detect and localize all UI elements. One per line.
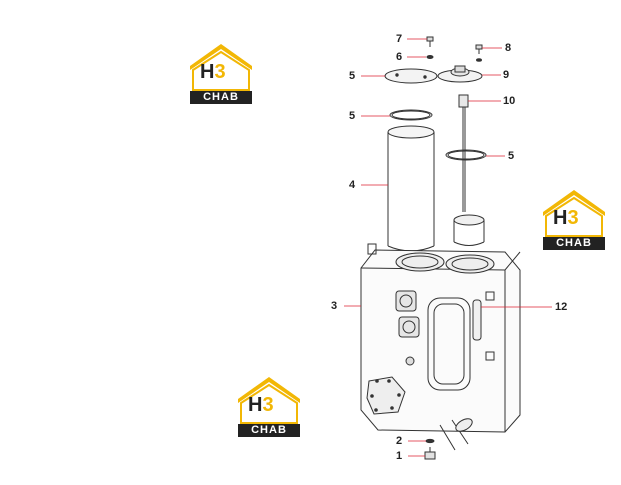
callout-5-upper: 5 bbox=[349, 110, 356, 122]
part-o-ring-5-upper bbox=[389, 109, 433, 121]
logo-letter: H bbox=[200, 61, 215, 83]
callout-1: 1 bbox=[396, 450, 403, 462]
part-tank-3 bbox=[360, 243, 521, 433]
part-outlet-pipe bbox=[439, 418, 473, 451]
callout-8: 7 bbox=[396, 33, 403, 45]
brand-logo-bottom-left: H3 CHAB bbox=[238, 377, 300, 437]
callout-3: 3 bbox=[331, 300, 338, 312]
part-dipstick-11 bbox=[458, 94, 469, 212]
part-sight-gauge-12 bbox=[472, 299, 482, 341]
part-drain-plug-1 bbox=[424, 447, 436, 460]
logo-digit: 3 bbox=[567, 207, 579, 229]
callout-6: 5 bbox=[349, 70, 356, 82]
callout-12: 12 bbox=[555, 301, 568, 313]
logo-digit: 3 bbox=[214, 61, 226, 83]
part-filter-cover-10 bbox=[437, 65, 483, 83]
callout-7: 6 bbox=[396, 51, 403, 63]
callout-2: 2 bbox=[396, 435, 403, 447]
part-bolt-8 bbox=[426, 36, 434, 47]
part-o-ring-5-lower bbox=[445, 149, 487, 161]
logo-letter: H bbox=[248, 394, 263, 416]
part-washer-2 bbox=[425, 438, 435, 444]
callout-5-lower: 5 bbox=[508, 150, 515, 162]
callout-10: 9 bbox=[503, 69, 510, 81]
callout-11: 10 bbox=[503, 95, 516, 107]
part-washer-7 bbox=[426, 55, 434, 59]
part-cover-plate-6 bbox=[384, 68, 438, 84]
part-bolt-9 bbox=[475, 44, 483, 54]
callout-4: 4 bbox=[349, 179, 356, 191]
part-filter-element-4 bbox=[387, 125, 435, 252]
logo-digit: 3 bbox=[262, 394, 274, 416]
part-filter-bowl bbox=[453, 214, 485, 246]
brand-logo-top-left: H3 CHAB bbox=[190, 44, 252, 104]
logo-wordmark: CHAB bbox=[556, 237, 592, 249]
logo-wordmark: CHAB bbox=[203, 91, 239, 103]
logo-wordmark: CHAB bbox=[251, 424, 287, 436]
brand-logo-right: H3 CHAB bbox=[543, 190, 605, 250]
callout-9: 8 bbox=[505, 42, 512, 54]
logo-letter: H bbox=[553, 207, 568, 229]
